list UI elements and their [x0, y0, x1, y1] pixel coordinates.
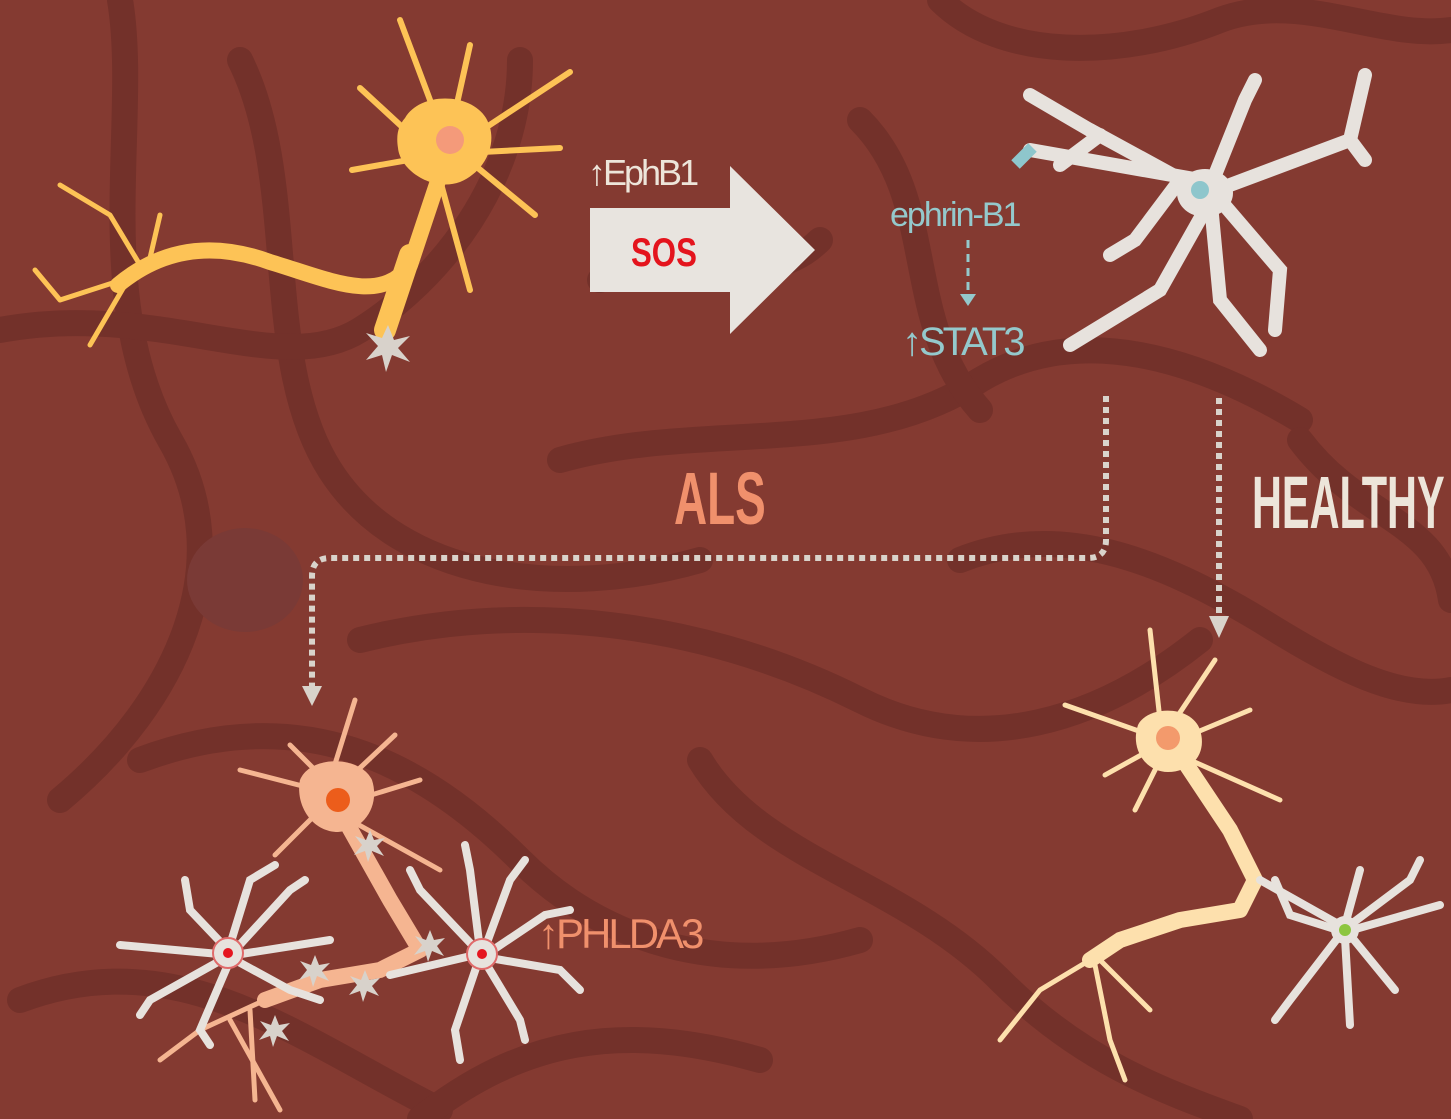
ephrin-arrowhead	[960, 294, 976, 306]
als-neuron-nucleus	[326, 788, 350, 812]
healthy-label: HEALTHY	[1252, 466, 1445, 540]
healthy-neuron-nucleus	[1156, 726, 1180, 750]
sos-label: SOS	[631, 233, 697, 273]
yellow-neuron-nucleus	[436, 126, 464, 154]
reactive-astrocyte-left-nucleus	[223, 948, 233, 958]
phlda3-label: ↑PHLDA3	[538, 913, 701, 955]
ephrin-b1-label: ephrin-B1	[890, 198, 1019, 232]
background-blob	[187, 528, 303, 632]
stat3-label: ↑STAT3	[902, 322, 1023, 362]
als-arrowhead	[302, 686, 322, 706]
healthy-arrowhead	[1209, 616, 1229, 638]
astrocyte-top-nucleus	[1191, 181, 1209, 199]
healthy-astrocyte-nucleus	[1339, 924, 1351, 936]
reactive-astrocyte-right-nucleus	[477, 949, 487, 959]
als-label: ALS	[674, 462, 766, 536]
ephb1-label: ↑EphB1	[588, 155, 696, 191]
